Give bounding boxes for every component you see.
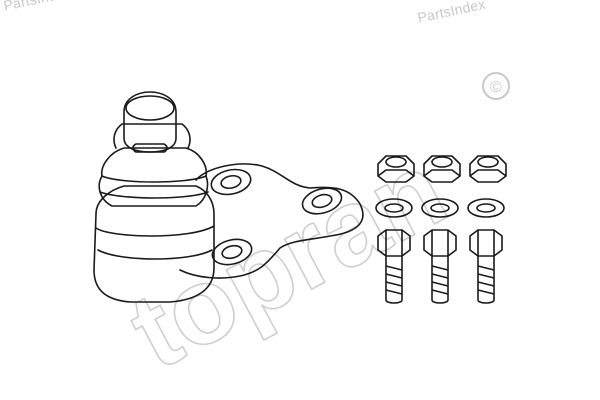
washer-set bbox=[375, 198, 505, 218]
nut-1 bbox=[377, 155, 415, 183]
brand-logo-watermark: topran © bbox=[110, 72, 510, 393]
svg-text:©: © bbox=[490, 79, 502, 96]
nut-2 bbox=[423, 155, 461, 183]
bolt-set bbox=[377, 229, 503, 304]
copyright-icon bbox=[482, 72, 510, 100]
washer-3 bbox=[467, 198, 505, 218]
bolt-3 bbox=[469, 229, 503, 304]
washer-2 bbox=[421, 198, 459, 218]
nut-3 bbox=[469, 155, 507, 183]
washer-1 bbox=[375, 198, 413, 218]
ball-joint-drawing bbox=[93, 91, 364, 303]
nut-set bbox=[377, 155, 507, 183]
bolt-2 bbox=[423, 229, 457, 304]
bolt-1 bbox=[377, 229, 411, 304]
